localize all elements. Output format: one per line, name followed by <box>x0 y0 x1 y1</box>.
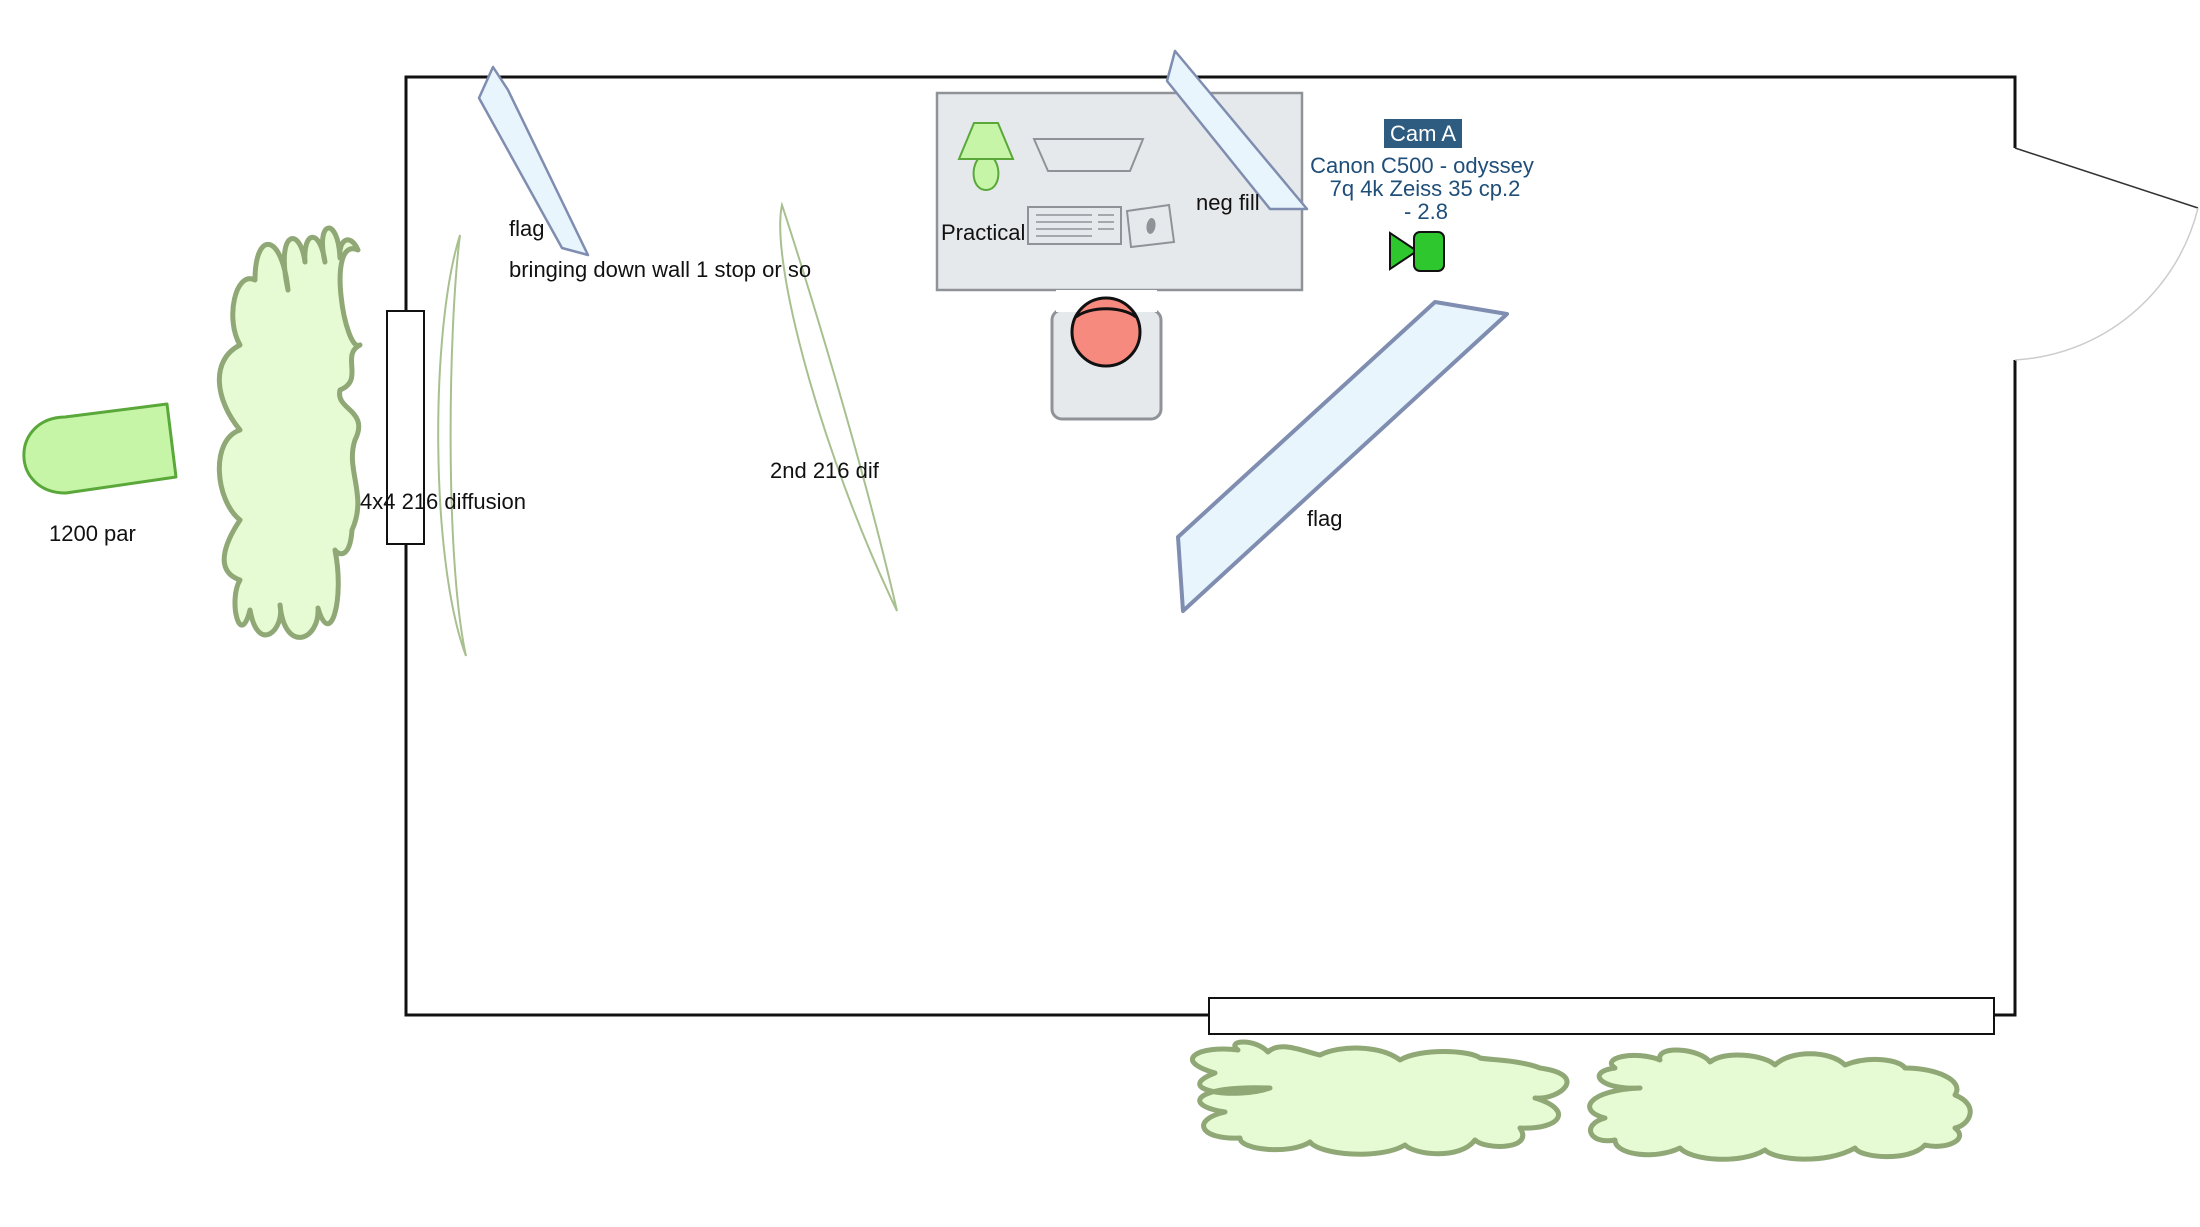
person-icon <box>1070 296 1142 368</box>
diffusion-frame-216 <box>437 234 467 657</box>
mouse-icon <box>1125 203 1176 249</box>
second-dif-label: 2nd 216 dif <box>770 458 880 483</box>
diffusion-cloud-left <box>216 225 363 640</box>
diffusion-cloud-bottom-a <box>1189 1039 1570 1157</box>
camera-tag: Cam A <box>1390 121 1456 146</box>
camera-tag-background <box>1384 119 1462 148</box>
flag-top-left <box>477 65 590 257</box>
diffusion-frame-label: 4x4 216 diffusion <box>360 489 526 514</box>
neg-fill-flag <box>1165 49 1309 211</box>
flag-right <box>1176 300 1509 613</box>
video-camera-icon <box>1389 231 1445 272</box>
keyboard-icon <box>1027 206 1122 245</box>
camera-spec-line-3: - 2.8 <box>1404 199 1448 224</box>
diffusion-cloud-bottom-b <box>1587 1047 1973 1162</box>
window-bottom <box>1208 997 1995 1035</box>
window-left <box>386 310 425 545</box>
camera-spec-line-1: Canon C500 - odyssey <box>1310 153 1534 178</box>
door <box>2008 147 2199 361</box>
flag-right-label: flag <box>1307 506 1342 531</box>
lamp-icon <box>957 122 1015 192</box>
light-fixture-icon <box>22 402 178 495</box>
monitor-icon <box>1032 138 1145 172</box>
par-label: 1200 par <box>49 521 136 546</box>
second-diffusion-216 <box>779 201 898 612</box>
flag-top-label: flag <box>509 216 544 241</box>
practical-label: Practical <box>941 220 1025 245</box>
neg-fill-label: neg fill <box>1196 190 1260 215</box>
flag-note-label: bringing down wall 1 stop or so <box>509 257 811 282</box>
camera-spec-line-2: 7q 4k Zeiss 35 cp.2 <box>1330 176 1521 201</box>
